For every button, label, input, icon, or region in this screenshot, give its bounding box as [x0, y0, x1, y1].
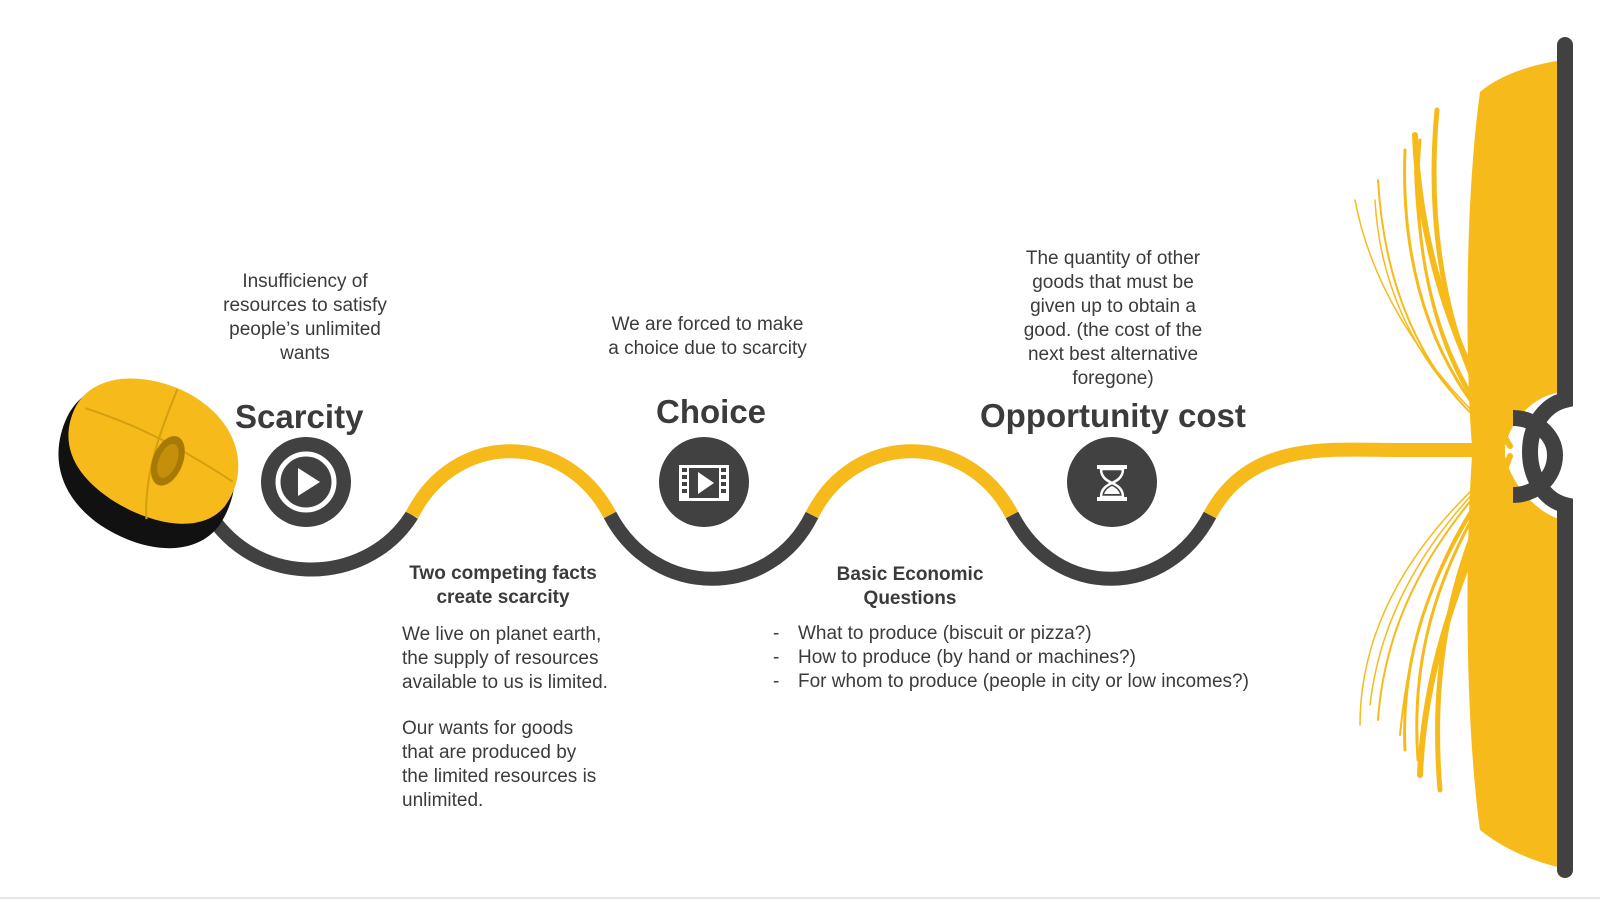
list-item: What to produce (biscuit or pizza?) — [773, 622, 1249, 646]
opportunity-cost-title: Opportunity cost — [980, 397, 1246, 434]
film-icon — [659, 437, 749, 527]
choice-title: Choice — [656, 393, 767, 430]
computer-mouse-icon — [58, 378, 239, 549]
opportunity-cost-description: The quantity of other goods that must be… — [1023, 248, 1203, 389]
economic-questions-heading: Basic Economic Questions — [836, 564, 984, 609]
scarcity-title: Scarcity — [235, 398, 364, 435]
play-icon — [261, 437, 351, 527]
hourglass-icon — [1067, 437, 1157, 527]
list-item: How to produce (by hand or machines?) — [773, 646, 1249, 670]
competing-facts-heading: Two competing facts create scarcity — [409, 563, 597, 608]
list-item: For whom to produce (people in city or l… — [773, 670, 1249, 694]
open-book-icon — [1354, 37, 1573, 878]
competing-facts-paragraph-2: Our wants for goods that are produced by… — [402, 718, 597, 811]
choice-description: We are forced to make a choice due to sc… — [608, 314, 807, 359]
scarcity-description: Insufficiency of resources to satisfy pe… — [223, 271, 387, 364]
wavy-timeline — [195, 442, 1505, 586]
bottom-divider — [0, 897, 1600, 899]
competing-facts-paragraph-1: We live on planet earth, the supply of r… — [402, 624, 608, 693]
economic-questions-list: What to produce (biscuit or pizza?) How … — [773, 622, 1249, 694]
